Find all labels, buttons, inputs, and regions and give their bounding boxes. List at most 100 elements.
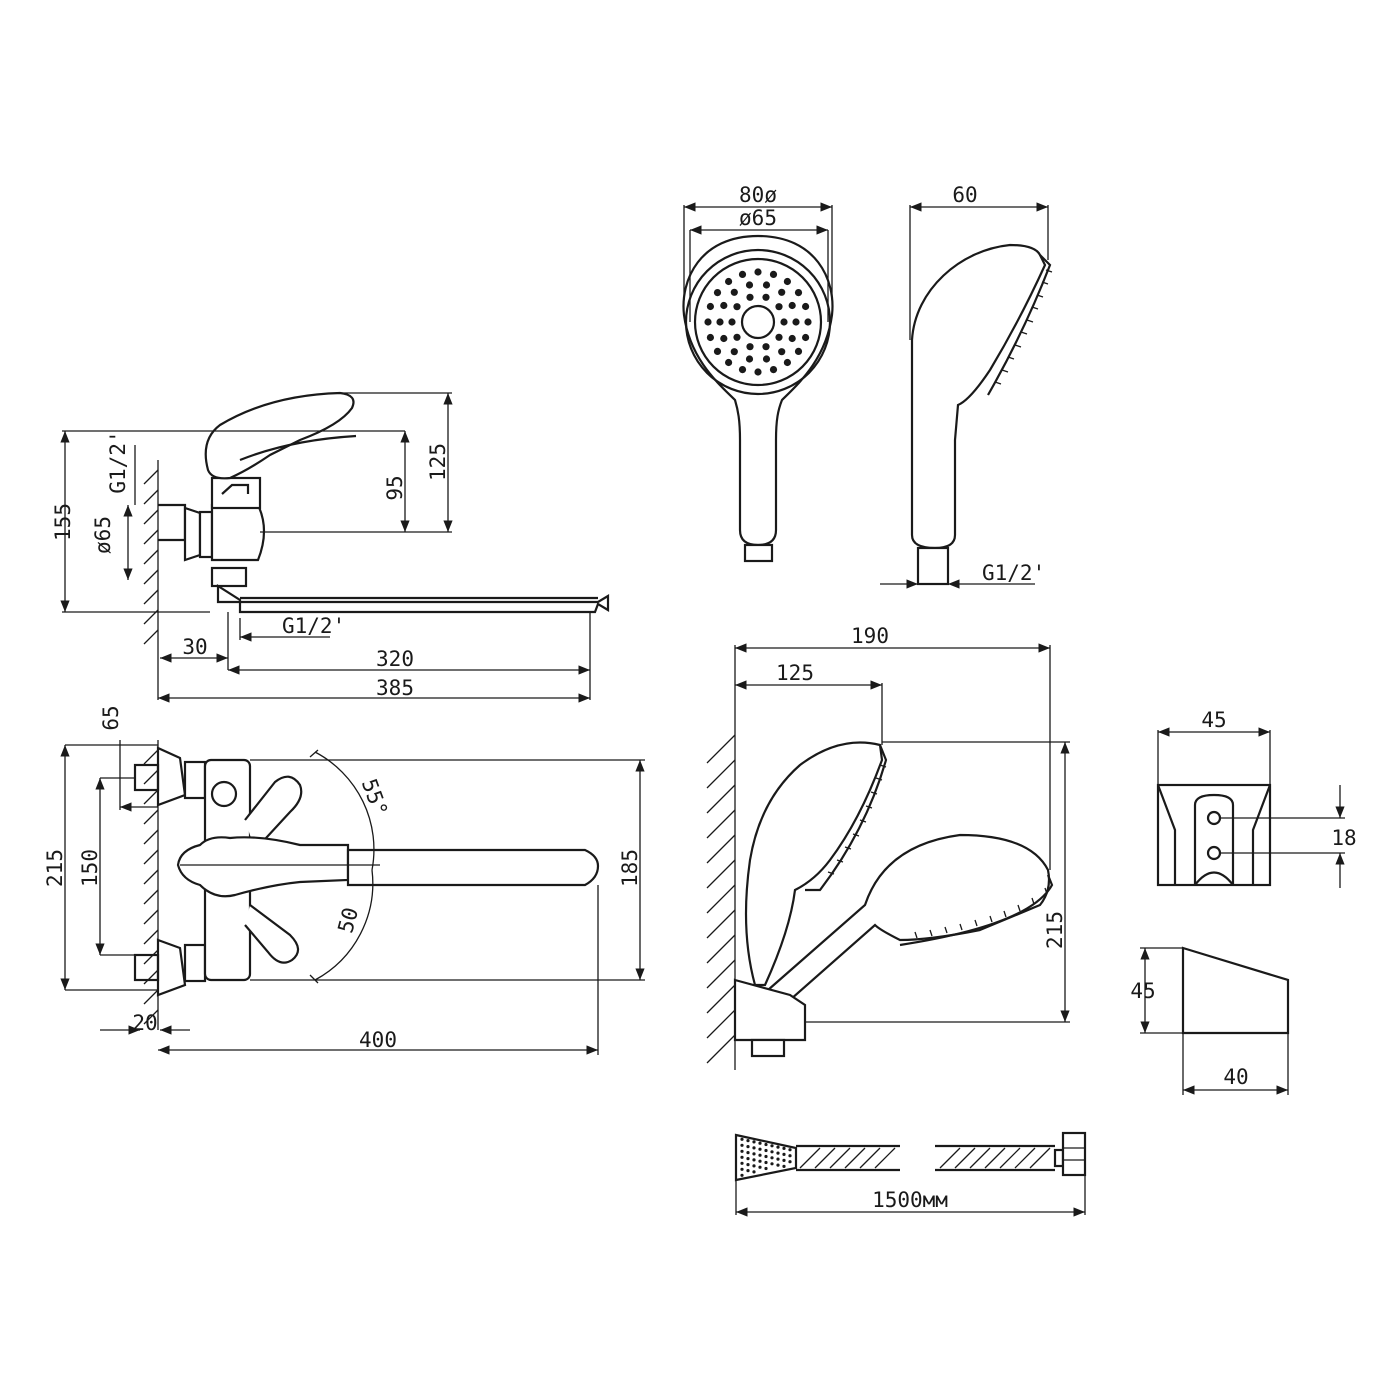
dim-125-holder: 125 — [776, 661, 814, 685]
hose: 1500мм — [734, 1131, 1087, 1217]
cone-dot — [776, 1145, 780, 1149]
nozzle-dot — [745, 355, 754, 363]
cone-dot — [788, 1154, 792, 1158]
cone-dot — [776, 1157, 780, 1161]
cone-dot — [746, 1139, 750, 1143]
dim-30: 30 — [182, 635, 207, 659]
thread-bottom-label: G1/2' — [282, 614, 345, 638]
cone-dot — [758, 1141, 762, 1145]
cone-dot — [746, 1157, 750, 1161]
width-45-label: 45 — [1201, 708, 1226, 732]
nozzle-dot — [802, 302, 810, 311]
nozzle-dot — [725, 277, 733, 286]
cone-dot — [752, 1146, 756, 1150]
cone-dot — [740, 1137, 744, 1141]
nozzle-dot — [783, 358, 792, 367]
faucet-top-view: 65 215 150 185 55° 50 20 400 — [43, 705, 645, 1055]
bracket-front: 45 18 — [1156, 708, 1357, 888]
side-nozzles — [994, 269, 1053, 385]
wall-hatching-holder — [706, 725, 736, 1070]
dim-20: 20 — [132, 1011, 157, 1035]
dim-190: 190 — [851, 624, 889, 648]
nozzle-dot — [738, 270, 747, 278]
nozzle-dot — [733, 303, 741, 311]
dim-215-top: 215 — [43, 849, 67, 887]
nozzle-dot — [706, 333, 715, 342]
holder-assembly: 190 125 215 — [706, 624, 1070, 1070]
cone-dot — [770, 1144, 774, 1148]
nozzle-dot — [762, 281, 771, 289]
cone-dot — [758, 1147, 762, 1151]
cone-dot — [770, 1162, 774, 1166]
nozzle-dot — [769, 270, 778, 278]
cone-dot — [758, 1159, 762, 1163]
hose-length-label: 1500мм — [872, 1188, 948, 1212]
dim-65-top: 65 — [99, 705, 123, 730]
nozzle-dot — [762, 343, 770, 351]
cone-dot — [770, 1150, 774, 1154]
cone-dot — [752, 1140, 756, 1144]
nozzle-dot — [730, 288, 738, 296]
nozzle-dot — [783, 277, 792, 286]
nozzle-dot — [794, 289, 803, 297]
cone-dot — [782, 1158, 786, 1162]
dim-185: 185 — [618, 849, 642, 887]
thread-label: G1/2' — [982, 561, 1045, 585]
cone-dot — [746, 1163, 750, 1167]
nozzle-dot — [720, 334, 728, 343]
cone-dot — [788, 1160, 792, 1164]
cone-dot — [782, 1164, 786, 1168]
nozzle-dot — [754, 368, 762, 376]
nozzle-dot — [745, 281, 754, 289]
cone-dot — [752, 1170, 756, 1174]
cone-dot — [776, 1151, 780, 1155]
nozzle-dot — [716, 318, 724, 326]
dim-150: 150 — [78, 849, 102, 887]
depth-60-label: 60 — [952, 183, 977, 207]
cone-dot — [776, 1163, 780, 1167]
shower-head-front: 80ø ø65 — [682, 183, 834, 563]
cone-dot — [740, 1161, 744, 1165]
nozzle-dot — [802, 333, 810, 342]
nozzle-dot — [780, 318, 788, 326]
nozzle-dot — [754, 268, 762, 276]
outer-diam-label: 80ø — [739, 183, 777, 207]
faucet-top-body — [133, 746, 600, 997]
nozzle-dot — [746, 343, 754, 351]
nozzle-dots — [704, 268, 812, 376]
cone-dot — [788, 1148, 792, 1152]
hole-18-label: 18 — [1331, 826, 1356, 850]
nozzle-dot — [778, 348, 786, 356]
cone-dot — [740, 1149, 744, 1153]
cone-dot — [740, 1143, 744, 1147]
nozzle-dot — [713, 347, 722, 355]
cone-dot — [752, 1152, 756, 1156]
nozzle-dot — [720, 301, 728, 310]
cone-dot — [740, 1155, 744, 1159]
nozzle-dot — [738, 366, 747, 374]
faucet-side-view: 155 125 95 G1/2' ø65 G1/2' 30 320 385 — [51, 391, 610, 703]
nozzle-dot — [794, 347, 803, 355]
faucet-side-body — [158, 391, 610, 614]
nozzle-dot — [730, 348, 738, 356]
nozzle-dot — [762, 355, 771, 363]
nozzle-dot — [788, 301, 796, 310]
thread-top-label: G1/2' — [106, 430, 130, 493]
shower-head-side: 60 G1/2' — [880, 183, 1053, 589]
height-45-label: 45 — [1130, 979, 1155, 1003]
nozzle-dot — [733, 333, 741, 341]
cone-dot — [758, 1153, 762, 1157]
faucet-top-dimensions — [60, 740, 645, 1055]
cone-dot — [764, 1160, 768, 1165]
dim-215-holder: 215 — [1043, 911, 1067, 949]
cone-dot — [752, 1158, 756, 1162]
nozzle-dot — [704, 318, 712, 326]
cone-dot — [746, 1151, 750, 1155]
nozzle-dot — [728, 318, 736, 326]
nozzle-dot — [706, 302, 715, 311]
nozzle-dot — [725, 358, 733, 367]
cone-dot — [782, 1146, 786, 1150]
bracket-side: 45 40 — [1130, 946, 1290, 1095]
faucet-side-dimensions — [60, 392, 591, 703]
